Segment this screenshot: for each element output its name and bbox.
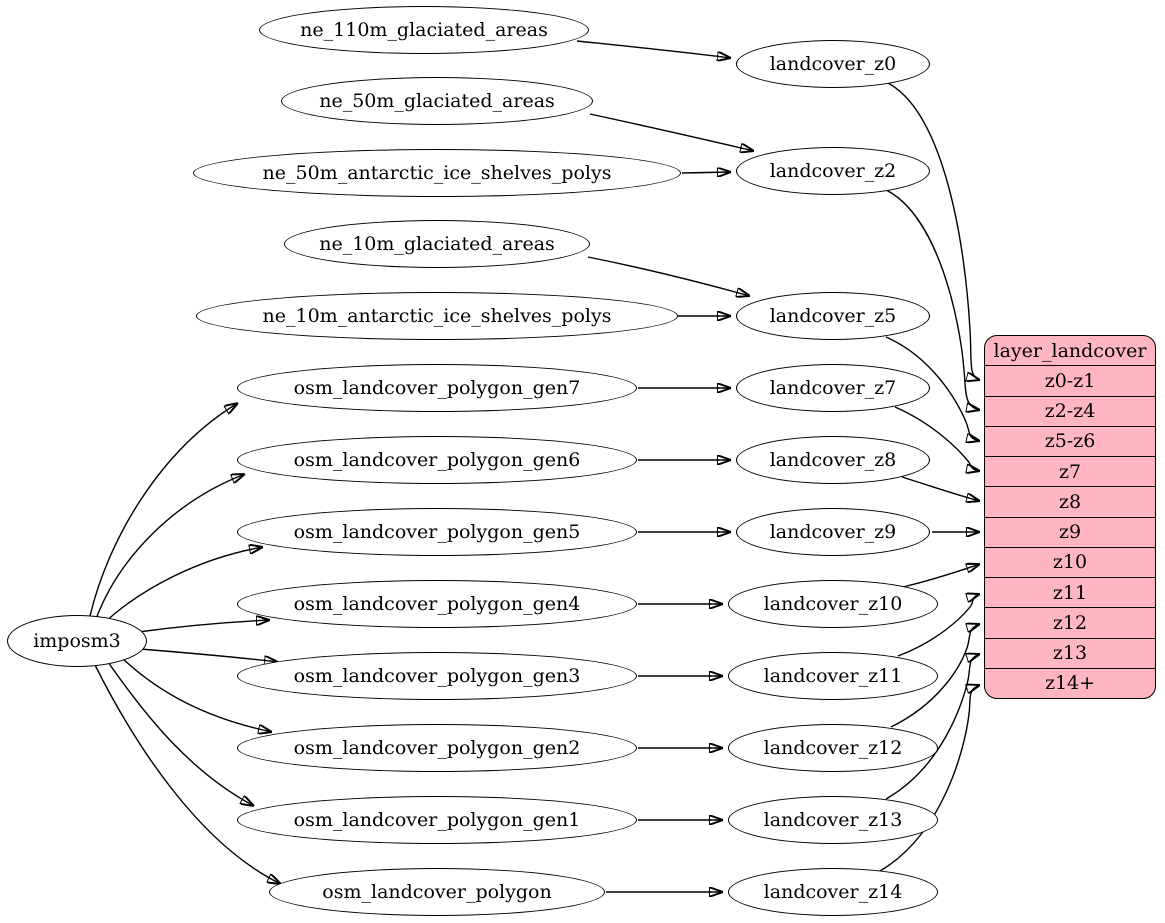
node-label: osm_landcover_polygon_gen5 (293, 521, 581, 543)
table-row-z11: z11 (985, 577, 1155, 607)
node-ne-10m-antarctic-ice-shelves-polys: ne_10m_antarctic_ice_shelves_polys (196, 292, 678, 340)
node-osm-landcover-polygon-gen5: osm_landcover_polygon_gen5 (237, 508, 637, 556)
node-imposm3: imposm3 (7, 615, 147, 667)
edge-z11-to-row-z11 (897, 594, 980, 657)
edge-z12-to-row-z12 (890, 624, 980, 728)
node-label: osm_landcover_polygon_gen4 (293, 593, 581, 615)
edge-ne50m-ice-to-z2 (681, 172, 731, 173)
edge-ne50m-to-z2 (589, 113, 754, 151)
node-label: landcover_z12 (763, 737, 903, 759)
node-ne-50m-antarctic-ice-shelves-polys: ne_50m_antarctic_ice_shelves_polys (193, 149, 681, 197)
table-row-z14: z14+ (985, 667, 1155, 698)
table-row-z5-z6: z5-z6 (985, 425, 1155, 456)
table-row-z7: z7 (985, 456, 1155, 486)
edge-imposm3-to-gen4 (137, 620, 270, 633)
node-ne-110m-glaciated-areas: ne_110m_glaciated_areas (259, 6, 589, 54)
edge-imposm3-to-gen5 (103, 547, 263, 624)
node-label: landcover_z0 (769, 53, 897, 75)
node-landcover-z14: landcover_z14 (728, 868, 938, 916)
table-row-z0-z1: z0-z1 (985, 365, 1155, 395)
table-row-z12: z12 (985, 607, 1155, 637)
node-label: landcover_z10 (763, 593, 903, 615)
edge-z7-to-row-z7 (894, 406, 980, 471)
edge-imposm3-to-gen6 (95, 474, 245, 620)
node-landcover-z13: landcover_z13 (728, 796, 938, 844)
node-label: osm_landcover_polygon_gen1 (293, 809, 581, 831)
node-label: ne_10m_glaciated_areas (319, 233, 555, 255)
node-label: landcover_z7 (769, 377, 897, 399)
node-label: landcover_z5 (769, 305, 897, 327)
edge-z0-to-row-z0-z1 (885, 81, 980, 380)
node-label: landcover_z11 (763, 665, 903, 687)
table-layer-landcover: layer_landcover z0-z1 z2-z4 z5-z6 z7 z8 … (984, 335, 1156, 699)
node-ne-10m-glaciated-areas: ne_10m_glaciated_areas (284, 220, 590, 268)
edge-imposm3-to-gen3 (139, 648, 278, 662)
edge-imposm3-to-gen2 (121, 657, 272, 732)
table-row-z9: z9 (985, 516, 1155, 547)
node-landcover-z9: landcover_z9 (736, 508, 930, 556)
node-label: osm_landcover_polygon_gen6 (293, 449, 581, 471)
node-label: ne_110m_glaciated_areas (300, 19, 548, 41)
node-label: landcover_z8 (769, 449, 897, 471)
edge-z14-to-row-z14 (879, 685, 980, 872)
table-title: layer_landcover (993, 339, 1147, 362)
node-landcover-z8: landcover_z8 (736, 436, 930, 484)
edge-z2-to-row-z2-z4 (883, 188, 980, 410)
node-landcover-z10: landcover_z10 (728, 580, 938, 628)
node-ne-50m-glaciated-areas: ne_50m_glaciated_areas (281, 77, 593, 125)
node-label: landcover_z2 (769, 160, 897, 182)
node-landcover-z5: landcover_z5 (736, 292, 930, 340)
node-landcover-z0: landcover_z0 (736, 40, 930, 88)
node-landcover-z7: landcover_z7 (736, 364, 930, 412)
node-osm-landcover-polygon-gen1: osm_landcover_polygon_gen1 (237, 796, 637, 844)
edge-imposm3-to-gen1 (107, 661, 254, 806)
edge-z5-to-row-z5-z6 (885, 336, 980, 441)
node-label: ne_10m_antarctic_ice_shelves_polys (262, 305, 612, 327)
node-label: landcover_z9 (769, 521, 897, 543)
edge-imposm3-to-gen0 (94, 664, 281, 884)
node-label: imposm3 (33, 630, 121, 652)
table-row-z8: z8 (985, 486, 1155, 516)
node-osm-landcover-polygon-gen4: osm_landcover_polygon_gen4 (237, 580, 637, 628)
node-label: ne_50m_antarctic_ice_shelves_polys (262, 162, 612, 184)
table-row-z13: z13 (985, 637, 1155, 668)
edge-z10-to-row-z10 (902, 564, 980, 588)
node-label: landcover_z14 (763, 881, 903, 903)
table-row-z10: z10 (985, 546, 1155, 577)
node-label: osm_landcover_polygon_gen7 (293, 377, 581, 399)
edge-ne10m-to-z5 (587, 256, 750, 296)
edge-imposm3-to-gen7 (89, 403, 238, 617)
node-label: landcover_z13 (763, 809, 903, 831)
table-row-z2-z4: z2-z4 (985, 395, 1155, 426)
node-osm-landcover-polygon-gen6: osm_landcover_polygon_gen6 (237, 436, 637, 484)
node-landcover-z2: landcover_z2 (736, 147, 930, 195)
node-osm-landcover-polygon-gen7: osm_landcover_polygon_gen7 (237, 364, 637, 412)
edge-z8-to-row-z8 (901, 476, 980, 501)
node-label: osm_landcover_polygon_gen3 (293, 665, 581, 687)
node-osm-landcover-polygon-gen3: osm_landcover_polygon_gen3 (237, 652, 637, 700)
node-landcover-z11: landcover_z11 (728, 652, 938, 700)
node-label: ne_50m_glaciated_areas (319, 90, 555, 112)
edge-ne110m-to-z0 (576, 40, 731, 58)
node-label: osm_landcover_polygon_gen2 (293, 737, 581, 759)
node-osm-landcover-polygon: osm_landcover_polygon (269, 868, 605, 916)
node-osm-landcover-polygon-gen2: osm_landcover_polygon_gen2 (237, 724, 637, 772)
node-landcover-z12: landcover_z12 (728, 724, 938, 772)
node-label: osm_landcover_polygon (322, 881, 552, 903)
